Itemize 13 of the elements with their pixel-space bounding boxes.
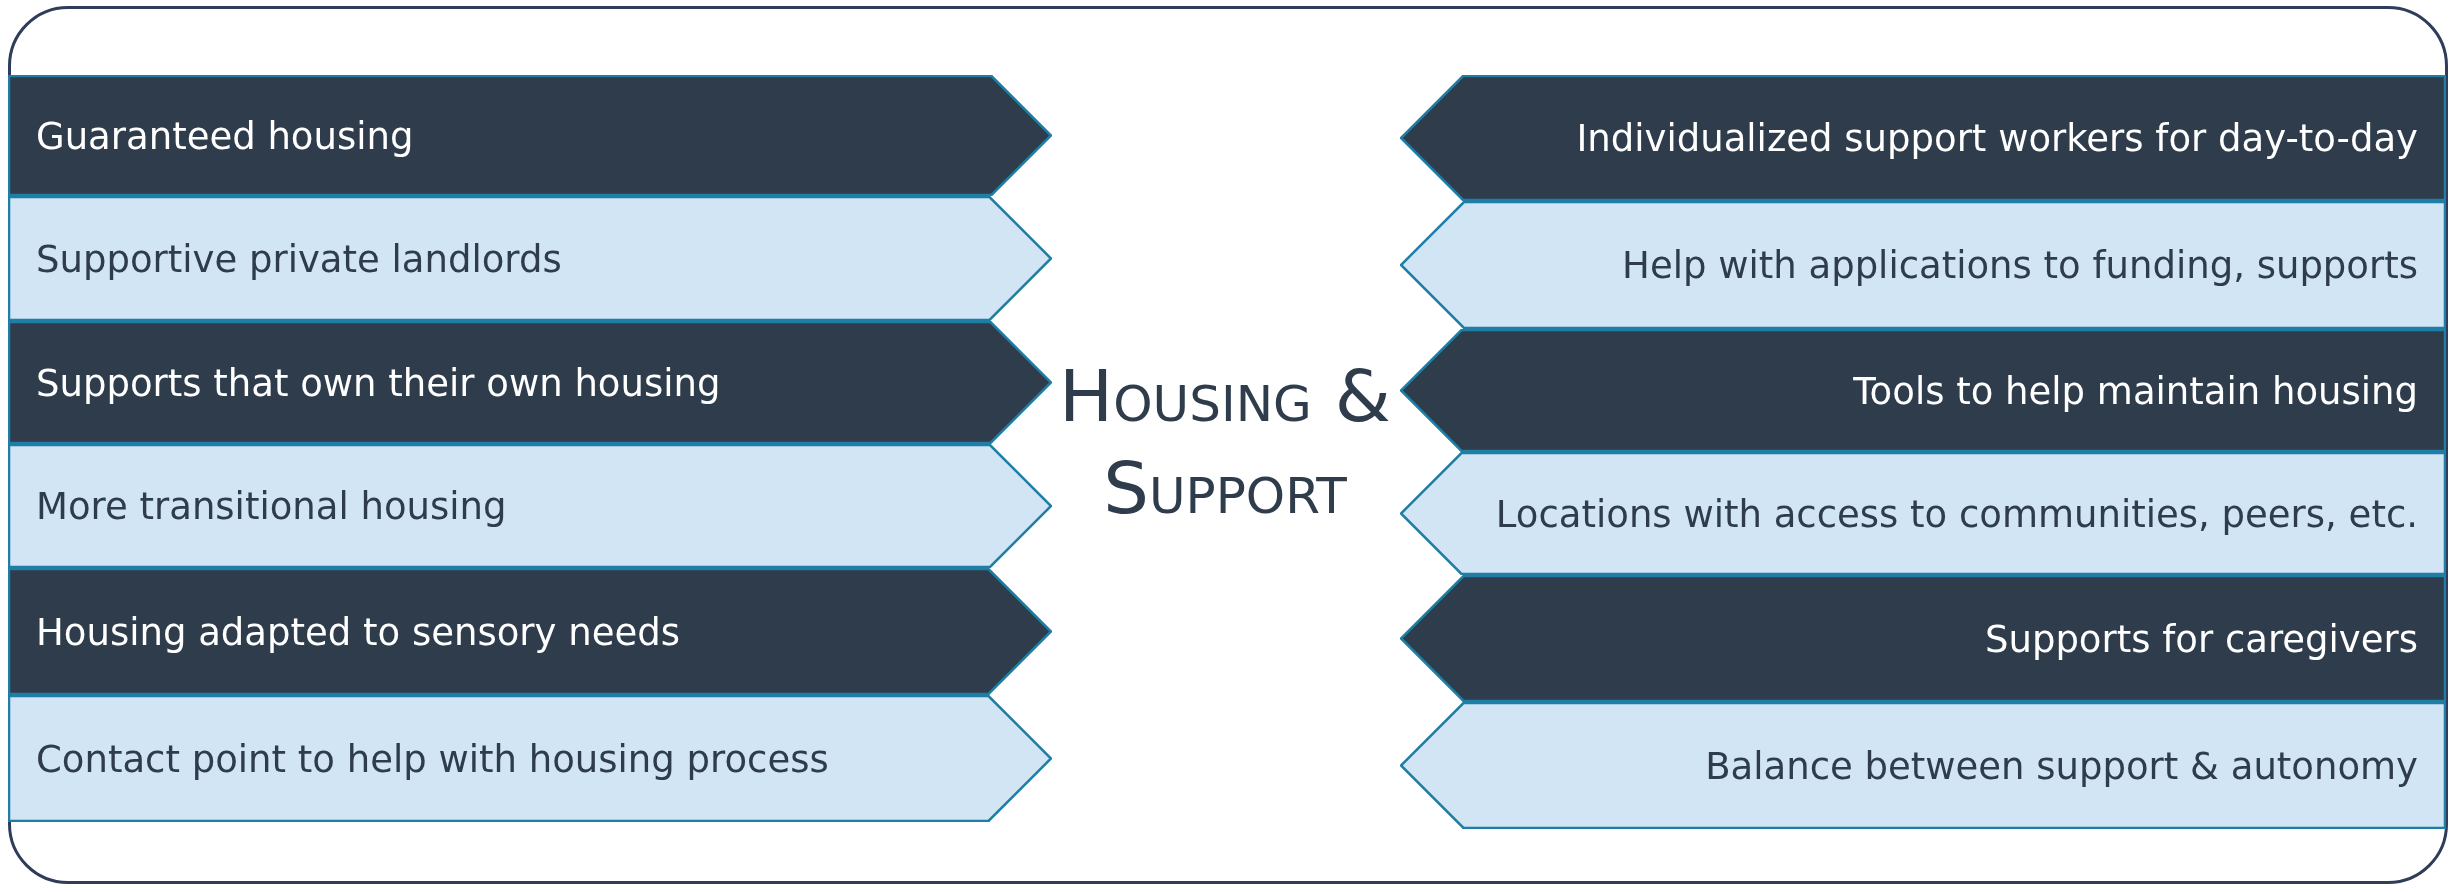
banner-text: Locations with access to communities, peers, etc. [1495, 492, 2418, 535]
banner-text: Housing adapted to sensory needs [36, 610, 680, 653]
banner-text: Supportive private landlords [36, 237, 562, 280]
banner-text: Supports for caregivers [1984, 617, 2418, 660]
banner-text: Supports that own their own housing [36, 361, 721, 404]
diagram-title: Housing & Support [1058, 353, 1392, 532]
banner-text: Balance between support & autonomy [1705, 744, 2418, 787]
banner-text: Guaranteed housing [36, 114, 414, 157]
banner-text: Tools to help maintain housing [1853, 369, 2418, 412]
banner-text: Contact point to help with housing process [36, 737, 829, 780]
banner-text: Help with applications to funding, supports [1622, 243, 2418, 287]
banner-text: More transitional housing [36, 484, 507, 528]
banner-text: Individualized support workers for day-to-day [1576, 116, 2418, 160]
